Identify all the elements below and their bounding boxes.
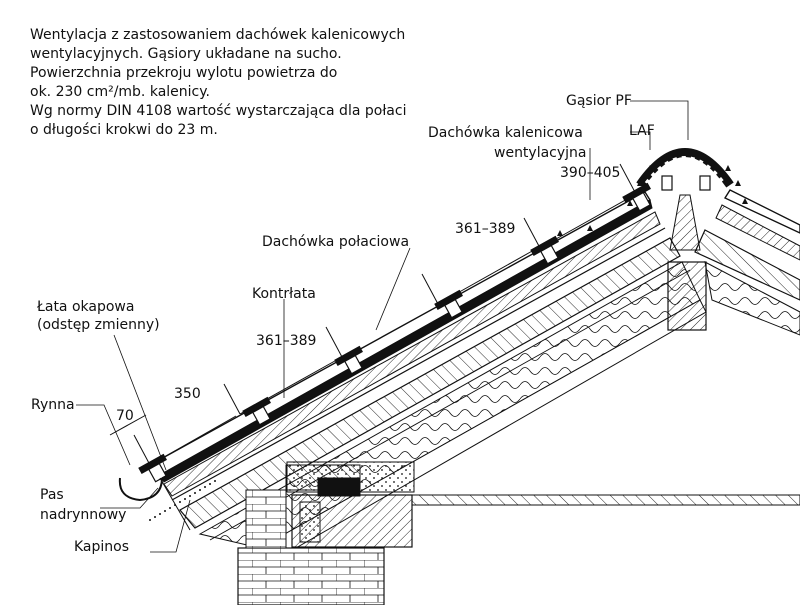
label-gutter-strip-line1: Pas — [40, 487, 64, 503]
leader-lines — [76, 100, 689, 553]
airflow-dot — [214, 480, 216, 482]
dimension-label: 350 — [174, 386, 201, 402]
airflow-arrow — [647, 165, 653, 171]
airflow-arrow — [637, 180, 643, 186]
counter-batten-layer — [163, 211, 661, 497]
label-eaves-batten-line2: (odstęp zmienny) — [37, 317, 160, 333]
airflow-dot — [164, 510, 166, 512]
description-line: Wentylacja z zastosowaniem dachówek kale… — [30, 27, 406, 43]
airflow-dot — [184, 498, 186, 500]
airflow-dot — [199, 489, 201, 491]
airflow-dot — [174, 504, 176, 506]
airflow-dot — [159, 513, 161, 515]
label-eaves-batten-line1: Łata okapowa — [37, 299, 135, 315]
airflow-dot — [204, 486, 206, 488]
description-line: wentylacyjnych. Gąsiory układane na such… — [30, 46, 342, 62]
airflow-arrow — [735, 180, 741, 186]
label-ridge-tile-line2: wentylacyjna — [494, 145, 587, 161]
label-gutter: Rynna — [31, 397, 75, 413]
label-ridge-tile-line1: Dachówka kalenicowa — [428, 125, 583, 141]
description-line: Powierzchnia przekroju wylotu powietrza … — [30, 65, 338, 81]
airflow-dot — [154, 516, 156, 518]
ridge-beam — [667, 261, 707, 331]
dimension-lines — [109, 163, 637, 466]
label-gutter-strip-line2: nadrynnowy — [40, 507, 127, 523]
eaves-wall — [237, 461, 800, 606]
dimension-label: 390–405 — [560, 165, 621, 181]
description-line: Wg normy DIN 4108 wartość wystarczająca … — [30, 103, 407, 119]
label-roof-tile: Dachówka połaciowa — [262, 234, 410, 250]
description-line: ok. 230 cm²/mb. kalenicy. — [30, 84, 210, 100]
airflow-arrow — [587, 225, 593, 231]
dimension-label: 361–389 — [256, 333, 317, 349]
airflow-dot — [209, 483, 211, 485]
right-roof-pitch — [694, 189, 800, 336]
airflow-dot — [169, 507, 171, 509]
airflow-arrow — [725, 165, 731, 171]
label-laf: LAF — [629, 123, 655, 139]
tile-clip — [434, 289, 463, 319]
rafter — [179, 237, 681, 529]
dimension-label: 361–389 — [455, 221, 516, 237]
airflow-arrow — [557, 230, 563, 236]
airflow-dot — [179, 501, 181, 503]
airflow-arrow — [627, 200, 633, 206]
airflow-arrow — [742, 198, 748, 204]
tile-clip — [334, 345, 363, 375]
airflow-dot — [149, 519, 151, 521]
tile-clip — [242, 396, 271, 426]
ridge-cap — [636, 148, 734, 251]
description-line: o długości krokwi do 23 m. — [30, 122, 218, 138]
airflow-dot — [194, 492, 196, 494]
airflow-dot — [189, 495, 191, 497]
description-text: Wentylacja z zastosowaniem dachówek kale… — [30, 26, 430, 140]
ventilation-arrows — [149, 165, 748, 521]
label-ridge-cap: Gąsior PF — [566, 93, 632, 109]
label-drip-edge: Kapinos — [74, 539, 130, 555]
dimension-label: 70 — [116, 408, 134, 424]
label-counter-batten: Kontrłata — [252, 286, 316, 302]
